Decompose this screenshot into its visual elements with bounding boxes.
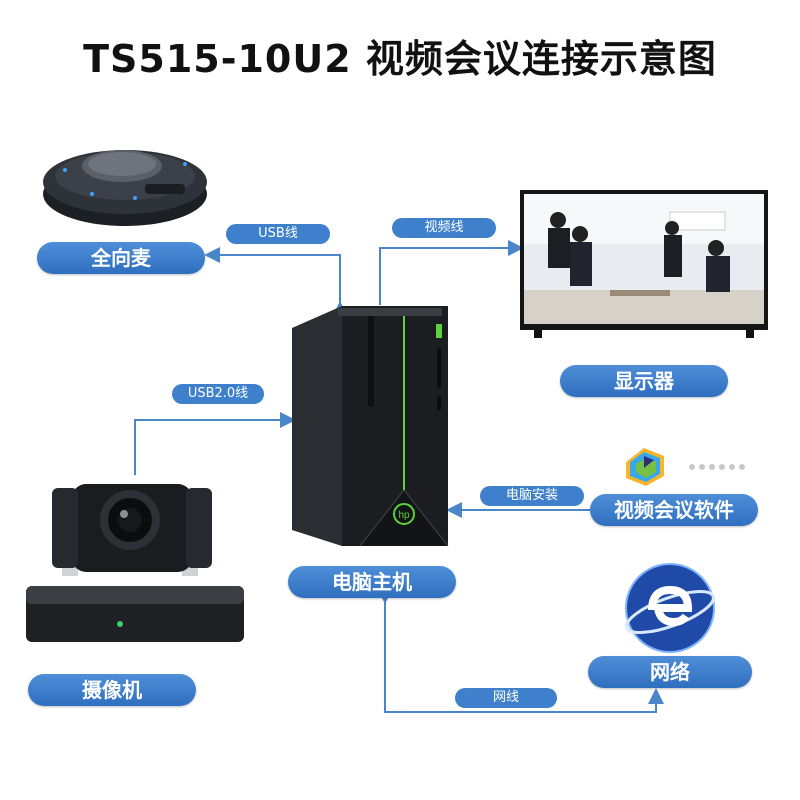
mic-label: 全向麦 (37, 242, 205, 274)
net-cable-tag: 网线 (455, 688, 557, 708)
usb2-cable-tag: USB2.0线 (172, 384, 264, 404)
network-label: 网络 (588, 656, 752, 688)
pc-tower-icon: hp (292, 306, 449, 547)
usb-wire (204, 247, 348, 317)
software-label: 视频会议软件 (590, 494, 758, 526)
camera-label: 摄像机 (28, 674, 196, 706)
software-icon (626, 448, 745, 486)
video-cable-tag: 视频线 (392, 218, 496, 238)
usb-cable-tag: USB线 (226, 224, 330, 244)
page-title: TS515-10U2 视频会议连接示意图 (83, 37, 717, 81)
video-wire (379, 240, 524, 305)
install-tag: 电脑安装 (480, 486, 584, 506)
pc-label: 电脑主机 (288, 566, 456, 598)
display-label: 显示器 (560, 365, 728, 397)
speakerphone-icon (43, 150, 207, 226)
monitor-icon (520, 190, 768, 338)
net-wire (377, 588, 664, 713)
ptz-camera-icon (26, 484, 244, 642)
pc-logo-text: hp (398, 510, 410, 521)
usb2-wire (134, 412, 296, 475)
network-e-icon (625, 563, 715, 653)
